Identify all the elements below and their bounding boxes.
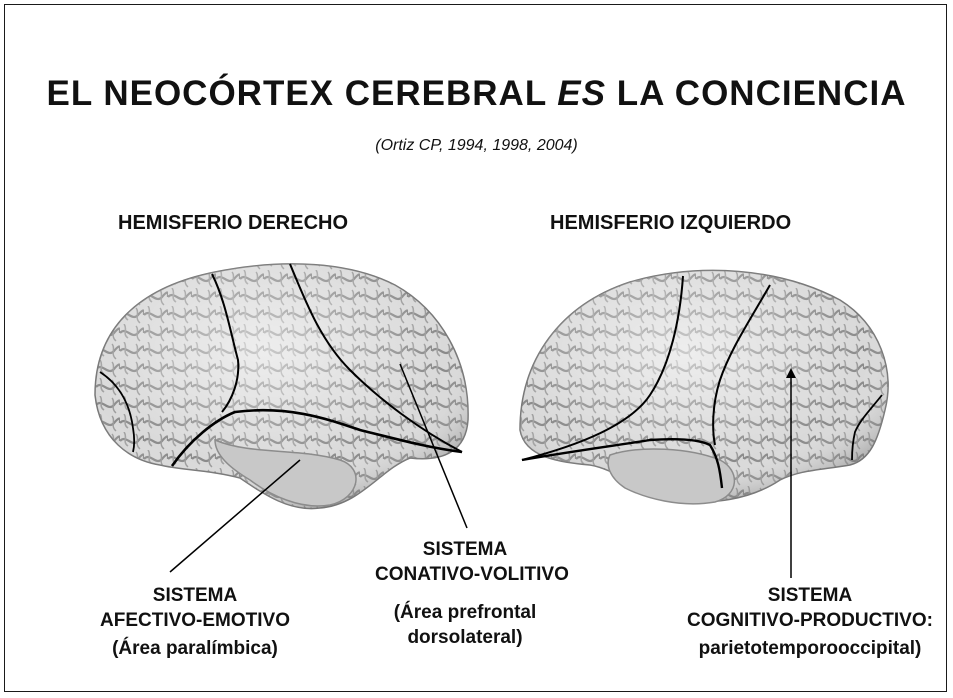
label-conative-system: SISTEMA CONATIVO-VOLITIVO (Área prefront…: [375, 537, 569, 650]
affective-line-3: (Área paralímbica): [112, 638, 278, 659]
conative-line-4: dorsolateral): [407, 627, 523, 648]
affective-line-1: SISTEMA: [152, 585, 238, 606]
citation: (Ortiz CP, 1994, 1998, 2004): [375, 137, 578, 154]
title-emphasis: ES: [557, 74, 606, 113]
title-part-2: LA CONCIENCIA: [606, 74, 907, 113]
cognitive-line-1: SISTEMA: [767, 585, 853, 606]
pointer-affective: [169, 459, 301, 573]
heading-left-hemisphere: HEMISFERIO IZQUIERDO: [550, 212, 792, 234]
affective-line-2: AFECTIVO-EMOTIVO: [100, 610, 290, 631]
pointer-conative: [399, 363, 468, 529]
cognitive-line-3: parietotemporooccipital): [698, 638, 922, 659]
conative-line-1: SISTEMA: [422, 539, 508, 560]
left-hemisphere-brain: [519, 269, 889, 578]
cognitive-line-2: COGNITIVO-PRODUCTIVO:: [687, 610, 933, 631]
conative-line-3: (Área prefrontal: [393, 602, 537, 623]
right-hemisphere-brain: [94, 263, 469, 573]
slide-title: EL NEOCÓRTEX CEREBRAL ES LA CONCIENCIA: [0, 74, 953, 114]
title-part-1: EL NEOCÓRTEX CEREBRAL: [46, 74, 558, 113]
label-cognitive-system: SISTEMA COGNITIVO-PRODUCTIVO: parietotem…: [680, 583, 940, 661]
conative-line-2: CONATIVO-VOLITIVO: [375, 564, 569, 585]
heading-right-hemisphere: HEMISFERIO DERECHO: [118, 212, 349, 234]
label-affective-system: SISTEMA AFECTIVO-EMOTIVO (Área paralímbi…: [95, 583, 295, 661]
temporal-lobe-left: [607, 448, 736, 505]
